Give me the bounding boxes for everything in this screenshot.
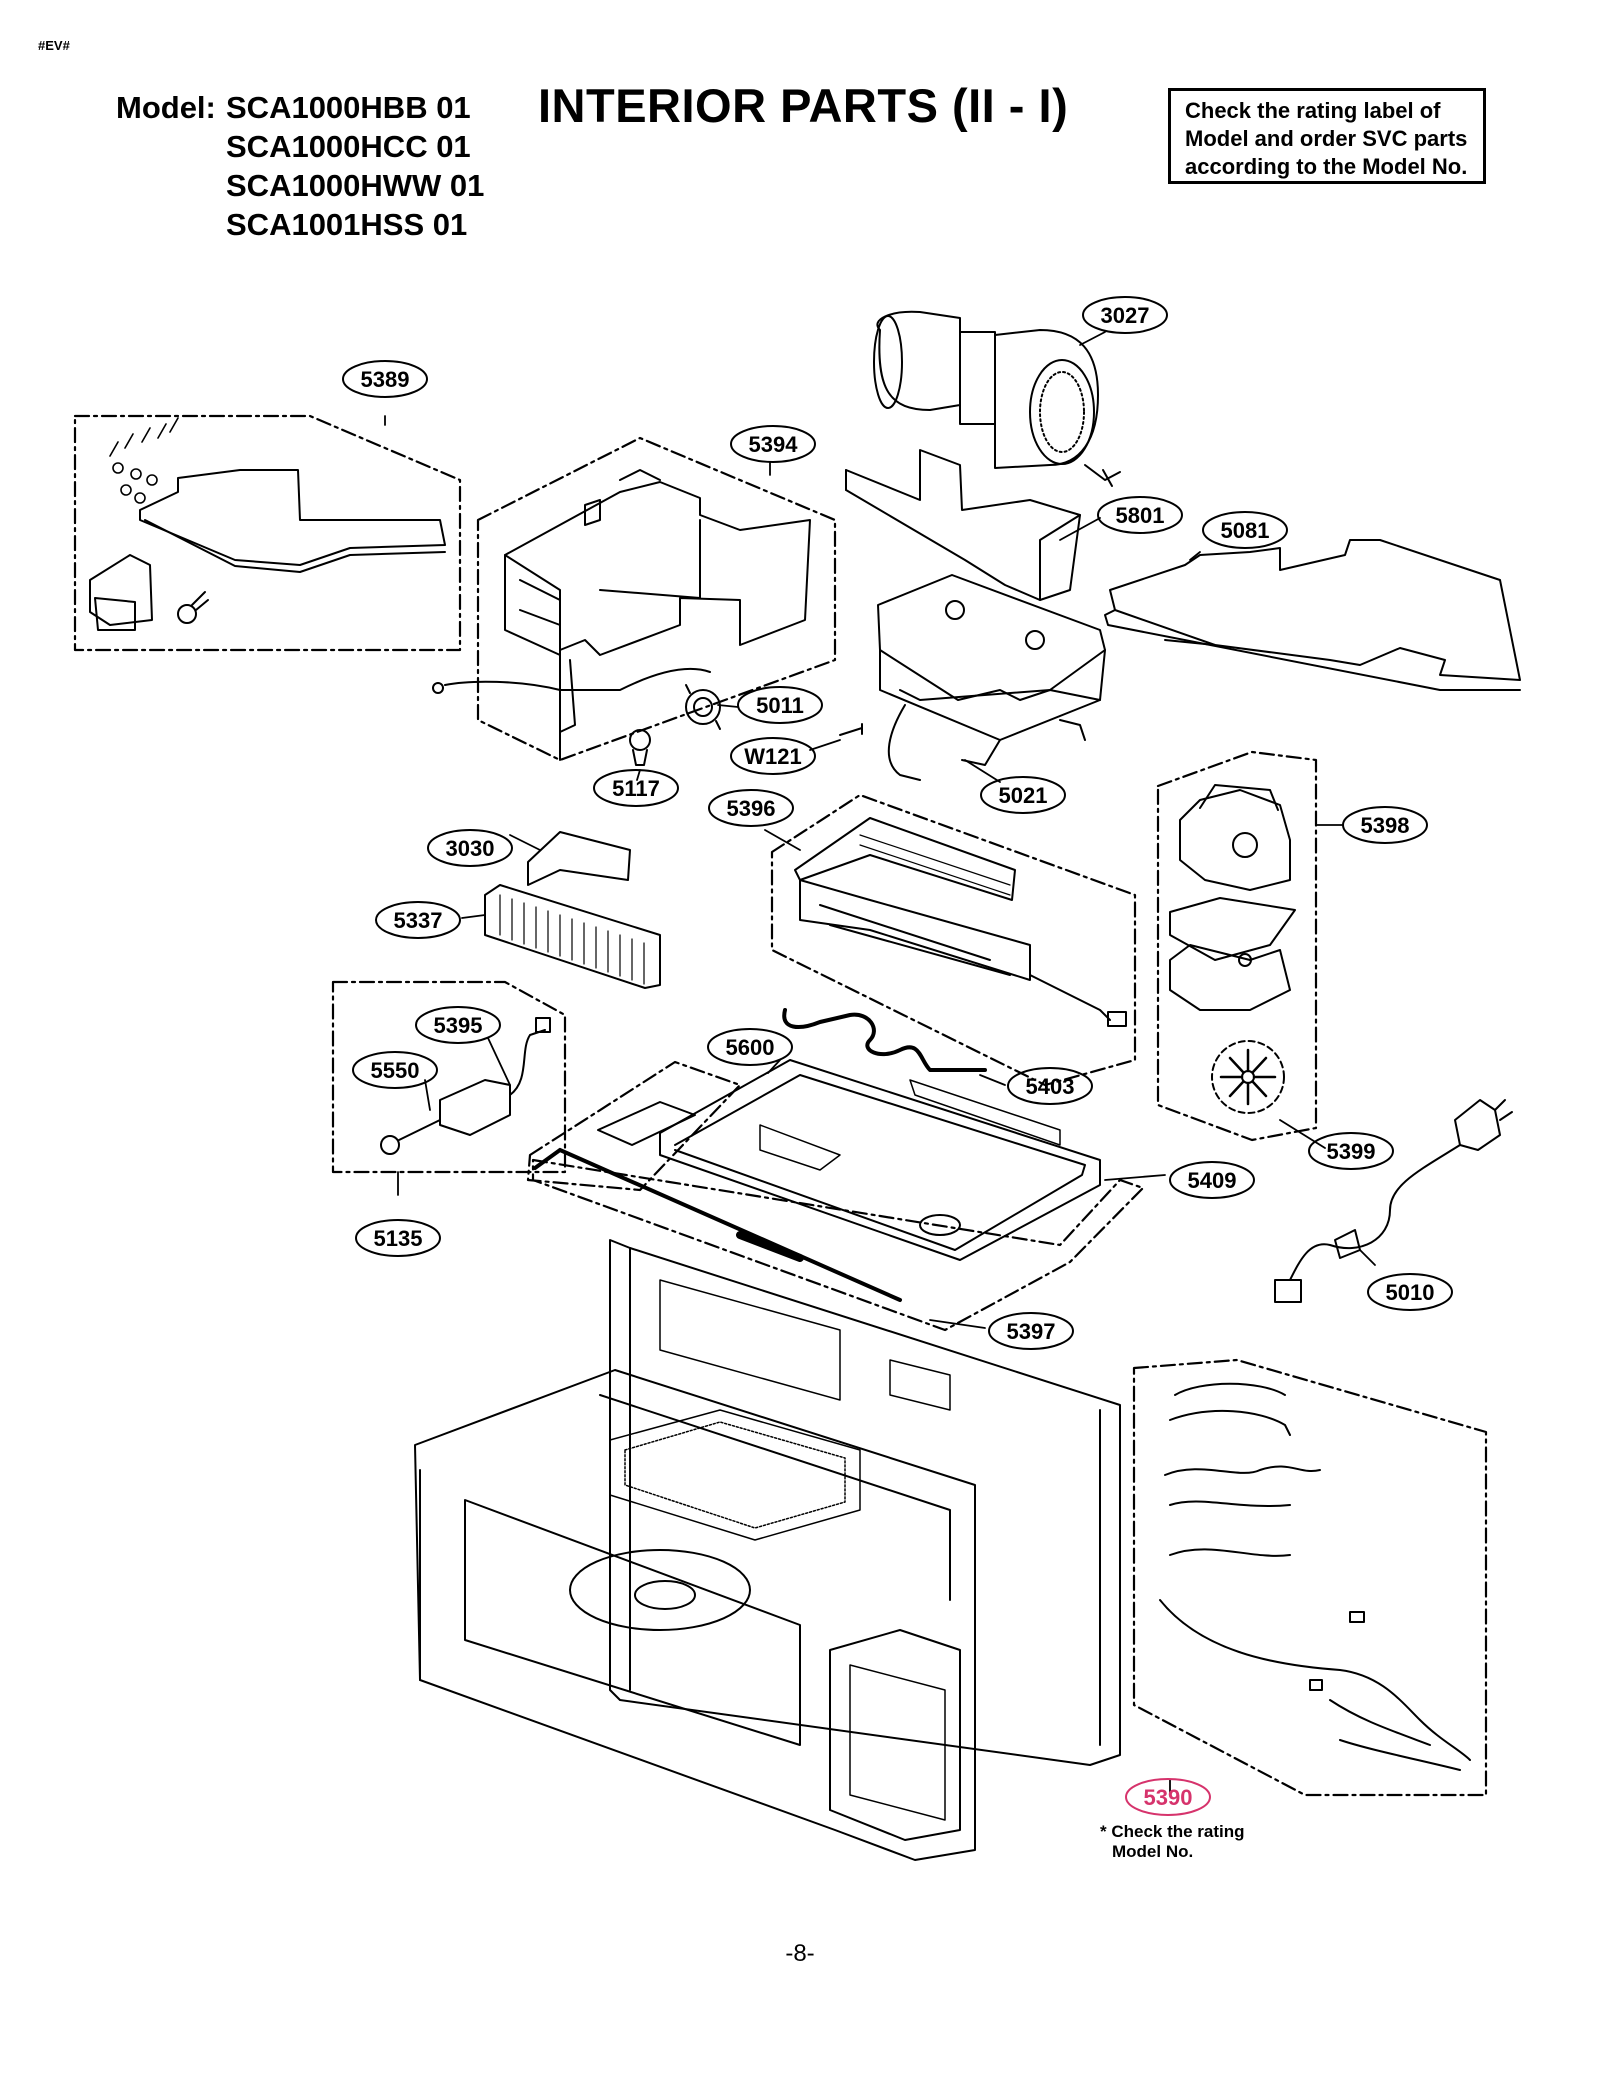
notice-line: Check the rating label of [1185,98,1441,123]
callout-5011: 5011 [737,686,823,724]
part-3030-shield [527,831,631,886]
group-box-5396 [770,793,1137,1087]
svg-text:W121: W121 [744,744,801,769]
part-5600-tray [597,1101,696,1146]
part-5396-heater-frame [794,817,1127,1027]
footnote: * Check the rating Model No. [1100,1822,1245,1862]
callout-5394: 5394 [730,425,816,463]
group-box-5398 [1156,750,1318,1142]
part-5801-bracket [845,449,1081,601]
part-front-frame [414,1369,976,1861]
callout-5389: 5389 [342,360,428,398]
footnote-line: * Check the rating [1100,1822,1245,1841]
group-box-5390 [1132,1358,1488,1797]
group-box-5135 [331,980,567,1174]
part-5395-harness [439,1017,551,1136]
svg-text:5394: 5394 [749,432,799,457]
svg-text:5011: 5011 [756,693,804,718]
page-number: -8- [785,1940,815,1967]
svg-text:5397: 5397 [1007,1319,1056,1344]
part-5011-thermostat [685,684,721,730]
model-item: SCA1000HCC 01 [226,129,471,164]
callout-5550: 5550 [352,1051,438,1089]
part-5117-sensor [629,729,651,766]
part-w121-screw [839,723,863,736]
notice-line: according to the Model No. [1185,154,1468,179]
svg-text:5390: 5390 [1144,1785,1193,1810]
svg-text:5550: 5550 [371,1058,420,1083]
part-3027-fan-motor [873,310,1121,487]
svg-text:5010: 5010 [1386,1280,1435,1305]
part-5390-wire-harness [1159,1382,1471,1771]
model-list: Model: SCA1000HBB 01 SCA1000HCC 01 SCA100… [116,88,484,244]
part-5397-rod [533,1148,902,1302]
callout-5409: 5409 [1169,1161,1255,1199]
model-item: SCA1000HBB 01 [226,90,471,125]
model-item: SCA1001HSS 01 [226,207,468,242]
notice-line: Model and order SVC parts [1185,126,1468,151]
callout-5600: 5600 [707,1028,793,1066]
group-box-5600 [526,1060,742,1192]
callout-5395: 5395 [415,1006,501,1044]
svg-text:5398: 5398 [1361,813,1410,838]
callout-5801: 5801 [1097,496,1183,534]
part-5389-cover-assembly [89,417,446,631]
callout-3030: 3030 [427,829,513,867]
callout-3027: 3027 [1082,296,1168,334]
part-5394-air-guide [432,469,811,761]
callout-5396: 5396 [708,789,794,827]
footnote-line: Model No. [1112,1842,1194,1861]
svg-text:5135: 5135 [374,1226,423,1251]
rating-notice-box: Check the rating label of Model and orde… [1168,88,1486,184]
callout-5390: 5390 [1125,1778,1211,1816]
callout-5135: 5135 [355,1219,441,1257]
model-label: Model: [116,90,216,125]
group-box-5394 [476,436,837,762]
page-title: INTERIOR PARTS (II - I) [538,79,1069,132]
part-5337-vent-grille [484,884,661,989]
callout-5397: 5397 [988,1312,1074,1350]
group-box-5389 [73,414,462,652]
part-oven-cavity [609,1239,1121,1766]
svg-text:5801: 5801 [1116,503,1165,528]
callout-5117: 5117 [593,769,679,807]
callout-5399: 5399 [1308,1132,1394,1170]
callout-w121: W121 [730,737,816,775]
svg-text:5600: 5600 [726,1035,775,1060]
part-ceiling-vent [609,1409,861,1541]
svg-text:5409: 5409 [1188,1168,1237,1193]
group-box-5397 [531,1158,1145,1332]
callout-5081: 5081 [1202,511,1288,549]
svg-text:5021: 5021 [999,783,1048,808]
leader-lines [384,331,1376,1796]
part-5399-stirrer-fan [1211,1040,1285,1114]
callout-5021: 5021 [980,776,1066,814]
callout-5398: 5398 [1342,806,1428,844]
svg-text:3030: 3030 [446,836,495,861]
svg-text:5081: 5081 [1221,518,1270,543]
svg-text:5399: 5399 [1327,1139,1376,1164]
corner-tag: #EV# [38,38,70,53]
svg-text:5117: 5117 [612,776,660,801]
part-5398-stirrer-motor [1169,784,1296,1011]
svg-text:3027: 3027 [1101,303,1150,328]
part-5409-base-plate [659,1059,1101,1261]
part-5550-fuse [380,1119,441,1155]
svg-text:5389: 5389 [361,367,410,392]
svg-text:5403: 5403 [1026,1074,1075,1099]
part-5081-cover [1104,539,1521,691]
part-5021-duct-assembly [877,574,1106,781]
part-5600-heater-element [782,1008,987,1072]
part-5010-power-cord [1274,1099,1513,1303]
svg-text:5396: 5396 [727,796,776,821]
callout-5010: 5010 [1367,1273,1453,1311]
callout-5403: 5403 [1007,1067,1093,1105]
callout-5337: 5337 [375,901,461,939]
svg-text:5395: 5395 [434,1013,483,1038]
model-item: SCA1000HWW 01 [226,168,485,203]
svg-text:5337: 5337 [394,908,443,933]
